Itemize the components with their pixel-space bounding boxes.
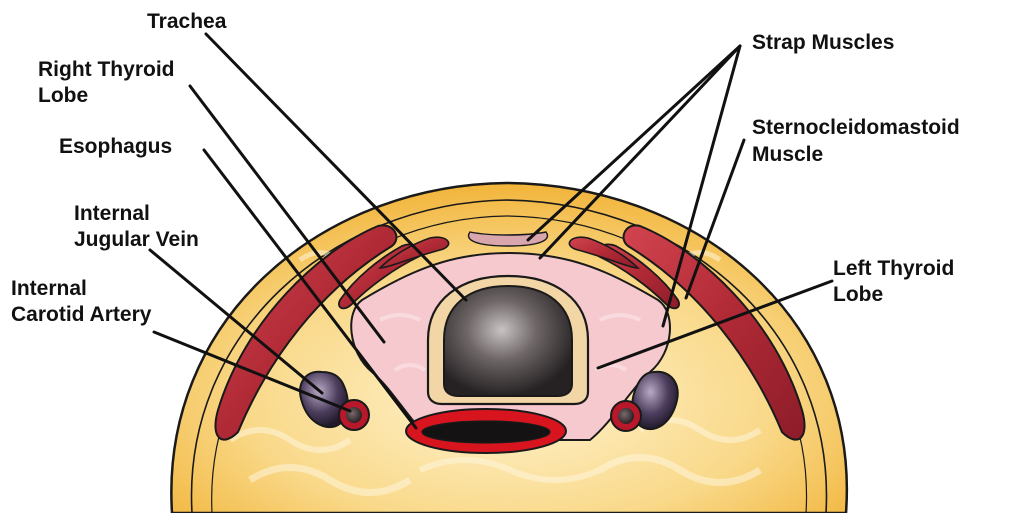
label-sternocleidomastoid-muscle: Sternocleidomastoid Muscle	[752, 116, 966, 166]
label-internal-jugular-vein: Internal Jugular Vein	[74, 202, 199, 251]
label-strap-muscles: Strap Muscles	[752, 31, 894, 54]
trachea-lumen	[444, 286, 572, 396]
esophagus	[406, 409, 566, 453]
label-internal-carotid-artery: Internal Carotid Artery	[11, 277, 152, 326]
label-left-thyroid-lobe: Left Thyroid Lobe	[833, 257, 960, 306]
label-trachea: Trachea	[147, 10, 227, 33]
label-right-thyroid-lobe: Right Thyroid Lobe	[38, 58, 180, 107]
trachea	[428, 276, 588, 404]
label-esophagus: Esophagus	[59, 135, 172, 158]
